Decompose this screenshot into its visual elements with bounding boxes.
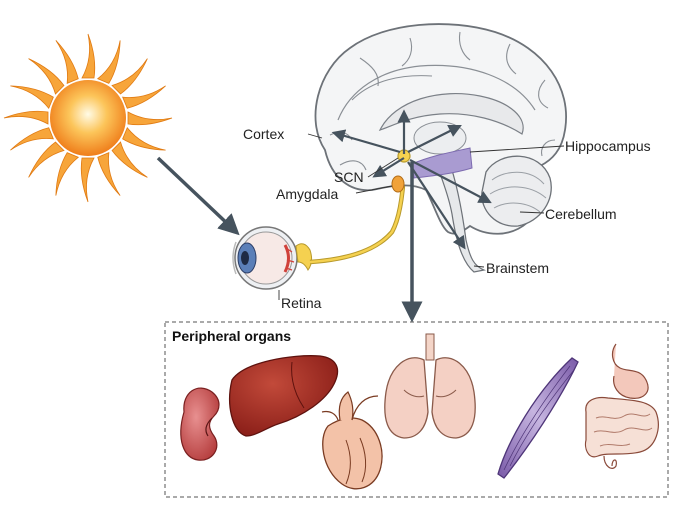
scn-projection-arrows xyxy=(331,109,492,250)
light-arrow xyxy=(156,156,240,236)
label-retina: Retina xyxy=(281,295,322,311)
sun-ray xyxy=(55,152,80,196)
gut-icon xyxy=(584,343,659,469)
label-scn: SCN xyxy=(334,169,364,185)
sun-ray xyxy=(55,40,79,84)
label-amygdala: Amygdala xyxy=(276,186,339,202)
kidney-icon xyxy=(180,387,220,461)
sun-icon xyxy=(3,33,173,203)
peripheral-organs-box xyxy=(164,321,669,498)
sun-ray xyxy=(111,141,148,178)
brain-illustration xyxy=(314,23,567,273)
sun-ray xyxy=(3,110,49,125)
optic-nerve xyxy=(295,243,313,271)
sun-ray xyxy=(80,157,95,203)
sun-ray xyxy=(111,58,148,95)
label-hippocampus: Hippocampus xyxy=(565,138,651,154)
sun-ray xyxy=(28,141,65,178)
lungs-icon xyxy=(384,333,476,439)
muscle-icon xyxy=(497,357,579,479)
liver-icon xyxy=(229,355,339,437)
sun-ray xyxy=(10,85,54,110)
sun-ray xyxy=(28,58,65,95)
heart-icon xyxy=(321,391,383,490)
sun-ray xyxy=(97,152,121,196)
sun-ray xyxy=(96,40,121,84)
peripheral-organs-title: Peripheral organs xyxy=(172,328,292,344)
sun-ray xyxy=(127,111,173,126)
sun-ray xyxy=(10,127,54,151)
sun-ray xyxy=(122,126,166,151)
label-brainstem: Brainstem xyxy=(486,260,550,276)
sun-ray xyxy=(81,33,96,79)
label-cortex: Cortex xyxy=(243,126,285,142)
label-leaders xyxy=(278,133,565,300)
label-cerebellum: Cerebellum xyxy=(545,206,617,222)
eye-icon xyxy=(232,226,298,290)
sun-ray xyxy=(122,85,166,109)
